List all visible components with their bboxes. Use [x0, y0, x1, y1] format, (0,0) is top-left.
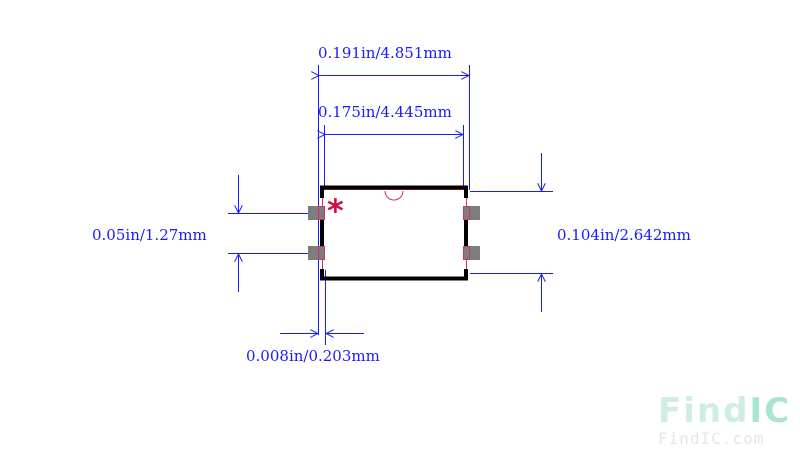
inner-width-dimension — [325, 125, 464, 190]
pad-left-top — [308, 206, 325, 220]
overall-width-dimension — [319, 65, 470, 335]
inner-width-label: 0.175in/4.445mm — [318, 103, 452, 121]
pad-pitch-dimension — [228, 175, 318, 292]
pad-right-bottom — [463, 246, 480, 260]
body-height-dimension — [470, 153, 553, 312]
pad-right-top — [463, 206, 480, 220]
overall-width-label: 0.191in/4.851mm — [318, 44, 452, 62]
body-height-label: 0.104in/2.642mm — [557, 226, 691, 244]
pad-pitch-label: 0.05in/1.27mm — [92, 226, 207, 244]
pad-left-bottom — [308, 246, 325, 260]
pad-gap-label: 0.008in/0.203mm — [246, 347, 380, 365]
pin1-notch — [384, 190, 404, 201]
pin1-marker: * — [327, 192, 344, 230]
package-body — [320, 185, 468, 281]
pad-gap-dimension — [280, 270, 364, 345]
